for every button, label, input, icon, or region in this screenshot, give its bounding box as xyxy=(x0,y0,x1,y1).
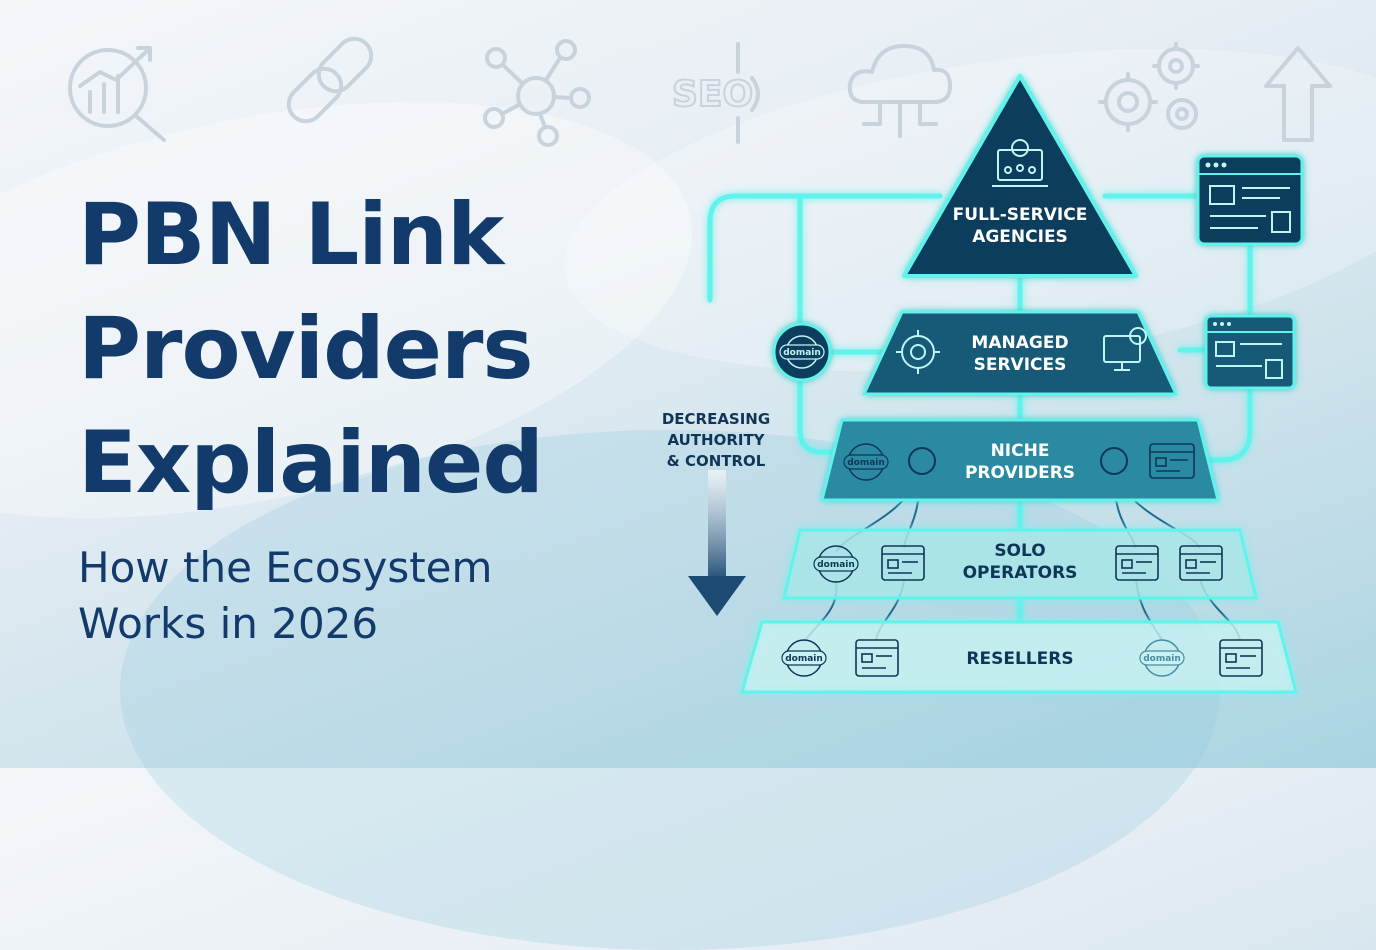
ecosystem-diagram: SEO RESELLERS SOLO OPERATORS xyxy=(68,36,1332,694)
arrow-label: DECREASING AUTHORITY & CONTROL xyxy=(662,410,770,470)
arrow-label-line-3: & CONTROL xyxy=(667,452,766,470)
target-gear-icon xyxy=(896,330,940,374)
tier-label-managed: MANAGED xyxy=(971,333,1068,353)
browser-window-icon xyxy=(1204,314,1296,390)
tier-label-resellers: RESELLERS xyxy=(966,649,1073,669)
arrow-label-line-2: AUTHORITY xyxy=(667,431,765,449)
subtitle-line-1: How the Ecosystem xyxy=(78,543,493,592)
browser-window-icon xyxy=(855,639,899,677)
tier-niche-providers: NICHE PROVIDERS xyxy=(820,418,1220,502)
tier-solo-operators: SOLO OPERATORS xyxy=(782,528,1258,600)
domain-text: domain xyxy=(785,654,823,664)
pyramid: RESELLERS SOLO OPERATORS NICHE PROVIDERS… xyxy=(740,74,1298,694)
domain-icon-solo: domain xyxy=(813,545,859,583)
connector-lines xyxy=(707,193,1253,625)
network-nodes-icon xyxy=(483,39,591,147)
domain-text: domain xyxy=(783,348,821,358)
browser-window-icon xyxy=(881,545,925,581)
gears-icon xyxy=(1098,42,1200,132)
seo-icon-text: SEO xyxy=(672,74,753,115)
tier-label-agencies: AGENCIES xyxy=(972,227,1068,247)
seo-icon xyxy=(736,42,760,144)
domain-text: domain xyxy=(1143,654,1181,664)
domain-icon-managed: domain xyxy=(772,322,832,382)
browser-window-icon xyxy=(1196,154,1304,246)
node-circle xyxy=(908,447,936,475)
title-line-1: PBN Link xyxy=(78,185,504,285)
tier-label-solo: SOLO xyxy=(994,541,1045,561)
laptop-team-icon xyxy=(992,139,1048,187)
domain-text: domain xyxy=(817,560,855,570)
domain-icon-reseller-left: domain xyxy=(781,639,827,677)
title-line-2: Providers xyxy=(78,299,534,399)
small-browser-icons xyxy=(855,443,1263,677)
chain-link-icon xyxy=(286,36,374,124)
tier-label-providers: PROVIDERS xyxy=(965,463,1075,483)
browser-window-icon xyxy=(1219,639,1263,677)
up-arrow-icon xyxy=(1264,46,1332,142)
node-circle xyxy=(1100,447,1128,475)
browser-window-icon xyxy=(1179,545,1223,581)
arrow-label-line-1: DECREASING xyxy=(662,410,770,428)
browser-window-icon xyxy=(1115,545,1159,581)
cloud-network-icon xyxy=(847,44,952,138)
monitor-settings-icon xyxy=(1103,327,1147,371)
tier-label-full-service: FULL-SERVICE xyxy=(953,205,1088,225)
tier-label-operators: OPERATORS xyxy=(963,563,1078,583)
decreasing-arrow xyxy=(688,470,746,616)
title-line-3: Explained xyxy=(78,413,544,513)
page-subtitle: How the Ecosystem Works in 2026 xyxy=(78,540,492,652)
domain-text: domain xyxy=(847,458,885,468)
tier-managed-services: MANAGED SERVICES xyxy=(861,310,1179,396)
analytics-search-icon xyxy=(68,46,166,142)
tier-full-service-agencies: FULL-SERVICE AGENCIES xyxy=(902,74,1138,278)
domain-icon-reseller-right: domain xyxy=(1139,639,1185,677)
browser-window-icon xyxy=(1149,443,1195,479)
tier-label-services: SERVICES xyxy=(974,355,1067,375)
domain-icon-niche: domain xyxy=(843,443,889,481)
page-title: PBN Link Providers Explained xyxy=(78,178,544,520)
subtitle-line-2: Works in 2026 xyxy=(78,599,379,648)
tier-label-niche: NICHE xyxy=(991,441,1050,461)
